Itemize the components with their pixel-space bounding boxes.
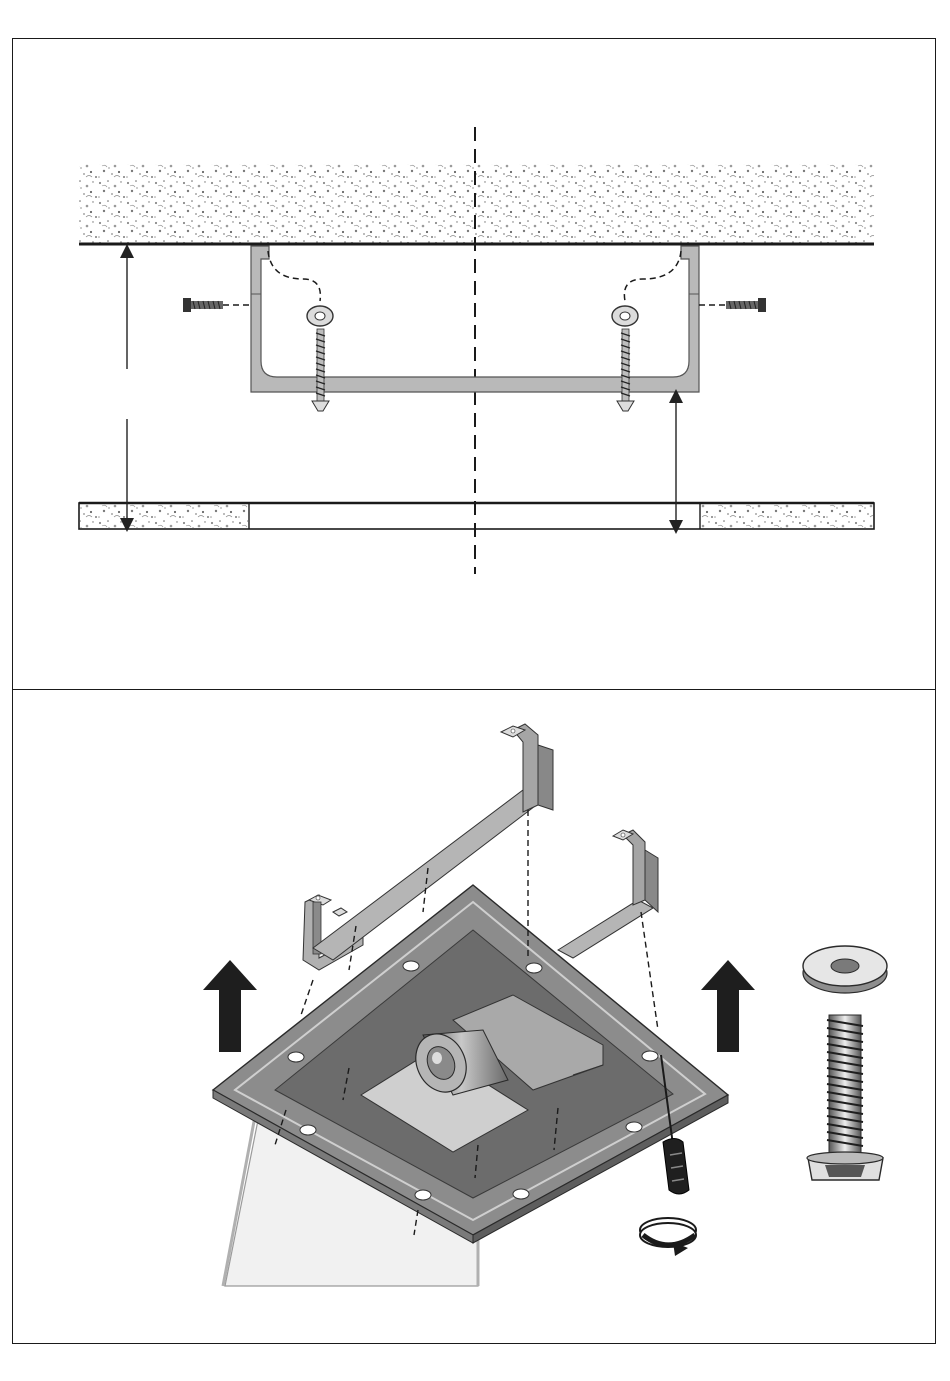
right-bracket <box>558 830 658 958</box>
concrete-ceiling <box>79 164 874 244</box>
machine-screw-icon <box>807 1015 883 1180</box>
right-up-arrow-icon <box>701 960 755 1052</box>
right-wall-plug-icon <box>612 306 638 326</box>
installation-perspective-view-panel <box>12 689 936 1344</box>
false-ceiling-panel <box>79 503 874 529</box>
left-wood-screw-icon <box>312 329 329 411</box>
left-wall-plug-icon <box>307 306 333 326</box>
left-up-arrow-icon <box>203 960 257 1052</box>
right-side-bolt-icon <box>726 298 766 312</box>
side-view-diagram <box>13 39 934 689</box>
clockwise-rotate-icon <box>640 1218 696 1256</box>
installation-side-view-panel <box>12 38 936 691</box>
washer-icon <box>803 946 887 993</box>
right-wood-screw-icon <box>617 329 634 411</box>
perspective-diagram <box>13 690 934 1342</box>
left-side-bolt-icon <box>183 298 223 312</box>
